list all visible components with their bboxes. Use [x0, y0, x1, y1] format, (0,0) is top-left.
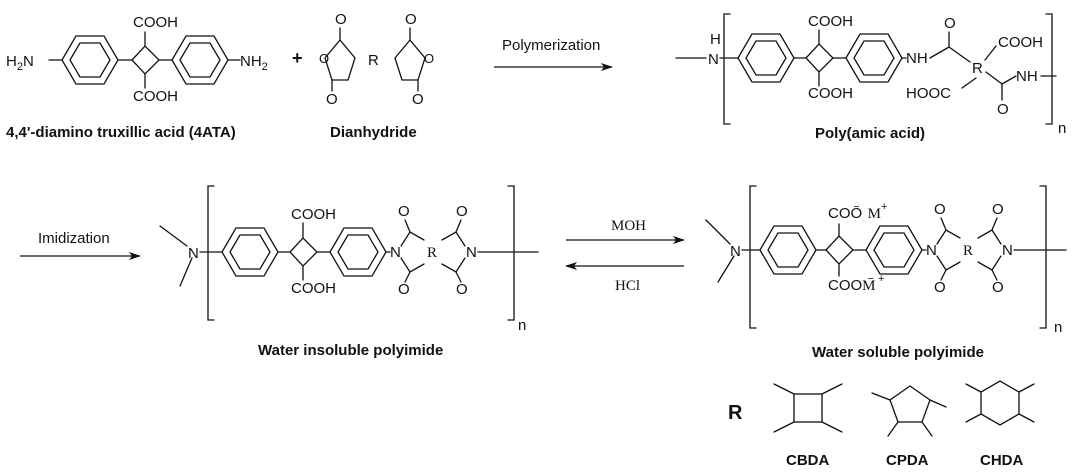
svg-text:N: N [730, 243, 741, 260]
chda-label: CHDA [980, 452, 1023, 469]
cooh-label: COOH [133, 88, 178, 105]
imidization-label: Imidization [38, 230, 110, 247]
repeat-n-label: n [1058, 120, 1066, 137]
svg-text:O: O [326, 91, 338, 108]
dianhydride-caption: Dianhydride [330, 124, 417, 141]
soluble-caption: Water soluble polyimide [812, 344, 984, 361]
monomer-caption: 4,4'-diamino truxillic acid (4ATA) [6, 124, 236, 141]
cooh-label: COOH [808, 85, 853, 102]
svg-text:N: N [926, 242, 937, 259]
repeat-n-label: n [518, 317, 526, 334]
svg-text:O: O [997, 101, 1009, 118]
r-group-label: R [963, 243, 973, 259]
plus-sign: + [292, 48, 303, 68]
r-group-label: R [427, 245, 437, 261]
repeat-bracket-left [207, 185, 215, 321]
imide-ring-left [936, 229, 961, 245]
insoluble-polyimide-structure: N COOH COOH N O O R O O N n [159, 185, 539, 334]
amine-h2n-label: H2N [6, 53, 34, 73]
soluble-polyimide-structure: N COO−M+ COOM−+ N O O R O O N n [705, 185, 1067, 336]
repeat-n-label: n [1054, 319, 1062, 336]
svg-text:O: O [456, 281, 468, 298]
moh-label: MOH [611, 218, 646, 234]
svg-text:O: O [944, 15, 956, 32]
svg-text:O: O [934, 279, 946, 296]
dianhydride-structure: O O O R O O O [319, 11, 434, 108]
svg-text:O: O [412, 91, 424, 108]
cyclobutane-ring [131, 45, 160, 75]
cooh-label: COOH [133, 14, 178, 31]
svg-text:O: O [319, 51, 329, 66]
svg-text:O: O [992, 201, 1004, 218]
cooh-label: COOH [998, 34, 1043, 51]
repeat-bracket-left [749, 185, 757, 329]
repeat-bracket-left [723, 13, 731, 125]
polymerization-label: Polymerization [502, 37, 600, 54]
svg-text:O: O [992, 279, 1004, 296]
chda-structure [965, 380, 1035, 426]
cooh-label: COOH [291, 206, 336, 223]
r-group-label: R [972, 60, 983, 77]
r-group-label: R [368, 52, 379, 69]
amine-nh2-label: NH2 [240, 53, 268, 73]
svg-text:O: O [335, 11, 347, 28]
cooh-label: COOH [291, 280, 336, 297]
insoluble-caption: Water insoluble polyimide [258, 342, 443, 359]
svg-text:O: O [456, 203, 468, 220]
hcl-label: HCl [615, 278, 640, 294]
svg-text:O: O [398, 281, 410, 298]
imide-ring-left [400, 231, 425, 247]
anhydride-ring-right [394, 38, 426, 81]
cyclobutane-ring [289, 237, 318, 267]
svg-text:N: N [390, 244, 401, 261]
monomer-4ata-structure: H2N COOH COOH NH2 [6, 14, 268, 105]
svg-text:H: H [710, 31, 721, 48]
poly-amic-acid-caption: Poly(amic acid) [815, 125, 925, 142]
svg-text:O: O [934, 201, 946, 218]
svg-text:N: N [1002, 242, 1013, 259]
cbda-label: CBDA [786, 452, 829, 469]
repeat-bracket-right [1039, 185, 1047, 329]
hooc-label: HOOC [906, 85, 951, 102]
svg-text:N: N [466, 244, 477, 261]
cooh-label: COOH [808, 13, 853, 30]
repeat-bracket-right [507, 185, 515, 321]
cyclobutane-ring [805, 43, 834, 73]
svg-text:N: N [708, 51, 719, 68]
carboxylate-label: COOM−+ [828, 273, 884, 294]
imide-ring-right [977, 229, 1002, 245]
repeat-bracket-right [1045, 13, 1053, 125]
svg-text:NH: NH [906, 50, 928, 67]
cyclobutane-ring [825, 235, 854, 265]
svg-text:N: N [188, 245, 199, 262]
svg-text:O: O [424, 51, 434, 66]
anhydride-ring-left [324, 38, 356, 81]
svg-text:O: O [398, 203, 410, 220]
cpda-label: CPDA [886, 452, 929, 469]
r-legend-label: R [728, 402, 743, 424]
poly-amic-acid-structure: H N COOH COOH NH O R COOH HOOC O NH n [675, 13, 1066, 137]
cpda-structure [871, 385, 947, 437]
svg-text:NH: NH [1016, 68, 1038, 85]
carboxylate-label: COO−M+ [828, 201, 887, 222]
cbda-structure [773, 383, 843, 433]
svg-text:O: O [405, 11, 417, 28]
imide-ring-right [441, 231, 466, 247]
